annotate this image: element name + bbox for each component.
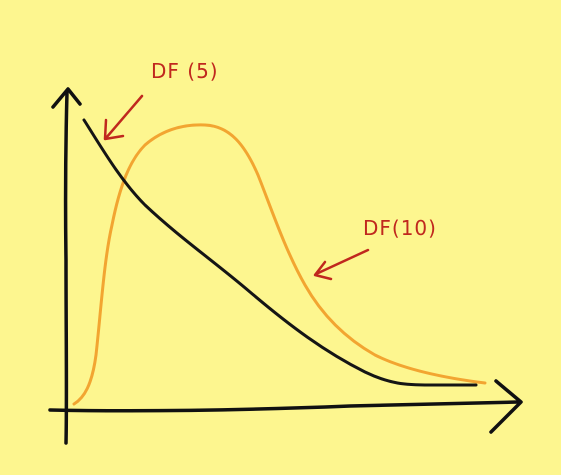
- curve-df10: [72, 123, 487, 406]
- curve-df5: [82, 118, 478, 387]
- arrow-df10-head: [313, 260, 333, 281]
- arrow-df5-head: [103, 118, 125, 141]
- y-axis-arrowhead: [51, 87, 82, 109]
- arrow-df10-shaft: [314, 248, 370, 276]
- label-df5: DF (5): [151, 59, 219, 83]
- x-axis: [48, 400, 520, 413]
- label-df10: DF(10): [363, 216, 437, 240]
- x-axis-arrowhead: [489, 379, 523, 434]
- y-axis: [63, 90, 69, 445]
- arrow-df5-shaft: [104, 94, 144, 140]
